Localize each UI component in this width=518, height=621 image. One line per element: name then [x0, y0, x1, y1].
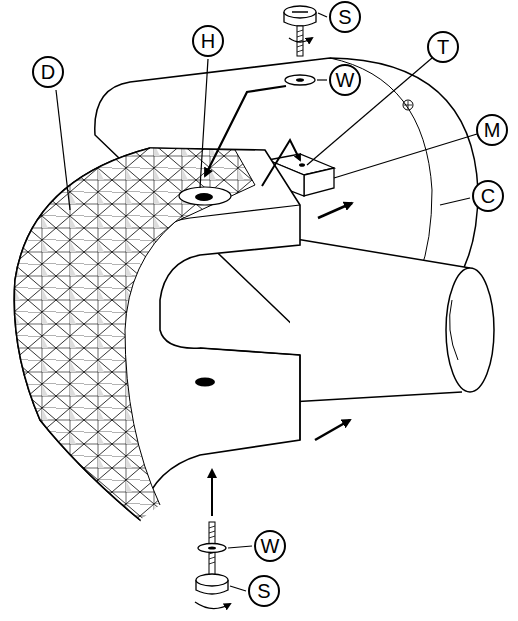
callout-circle: C	[472, 180, 504, 212]
bottom-screw	[195, 522, 230, 609]
callout-letter: W	[261, 536, 280, 556]
callout-circle: W	[329, 64, 361, 96]
callout-circle: W	[254, 530, 286, 562]
direction-arrows	[205, 86, 352, 516]
callout-letter: S	[338, 7, 351, 27]
callout-letter: S	[257, 581, 270, 601]
pipe	[290, 238, 494, 402]
callout-letter: T	[437, 37, 449, 57]
top-screw	[284, 6, 316, 85]
callout-letter: D	[41, 62, 55, 82]
callout-circle: S	[329, 1, 361, 33]
callout-letter: M	[484, 120, 501, 140]
clamp-body	[0, 140, 300, 530]
callout-letter: H	[201, 31, 215, 51]
callout-circle: M	[476, 114, 508, 146]
leader-lines	[56, 13, 477, 591]
callout-circle: T	[427, 31, 459, 63]
callout-letter: W	[336, 70, 355, 90]
callout-circle: H	[192, 25, 224, 57]
callout-circle: S	[248, 575, 280, 607]
callout-circle: D	[32, 56, 64, 88]
callout-letter: C	[481, 186, 495, 206]
